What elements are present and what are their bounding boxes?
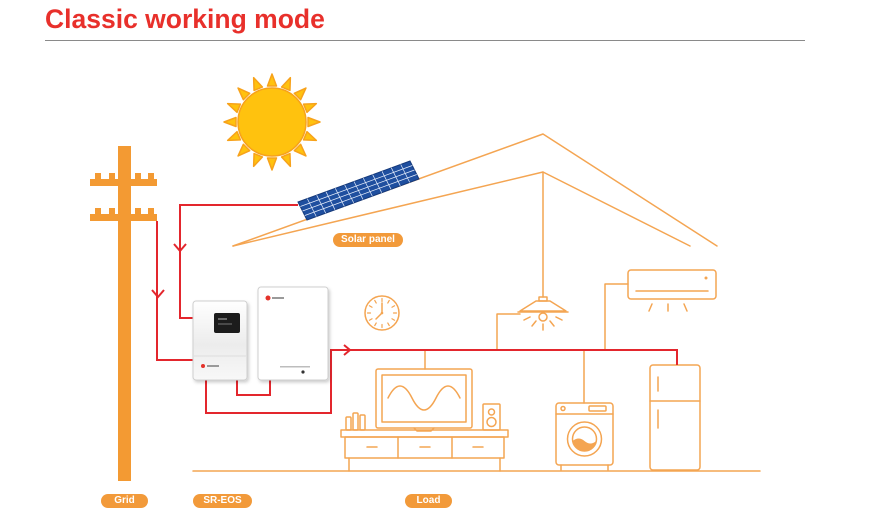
- solar-flow-arrow: [173, 243, 187, 253]
- lamp-bulb: [538, 312, 548, 322]
- solar-panel-icon: [297, 160, 420, 221]
- decor-bottles-icon: [345, 412, 366, 431]
- inverter-display-line: [218, 323, 232, 325]
- pole-shaft: [118, 146, 131, 481]
- speaker-woofer: [486, 416, 497, 428]
- clock-icon: [364, 295, 400, 331]
- grid-label: Grid: [101, 494, 148, 508]
- pole-upper-crossarm: [90, 179, 157, 186]
- lamp-connector: [496, 313, 521, 351]
- ac-connector: [604, 283, 629, 351]
- tv-cabinet-icon: [340, 429, 509, 472]
- battery-power-indicator: [301, 370, 305, 374]
- speaker-icon: [482, 403, 501, 431]
- cabinet-legs: [348, 457, 501, 472]
- speaker-tweeter: [487, 408, 496, 416]
- inverter-battery-link: [236, 380, 271, 396]
- inverter-label: SR-EOS: [193, 494, 252, 508]
- inverter-display-line: [218, 318, 227, 320]
- battery-icon: [257, 286, 329, 381]
- lamp-light-rays: [523, 316, 563, 331]
- house-roof: [232, 133, 718, 247]
- load-label: Load: [405, 494, 452, 508]
- tv-icon: [375, 368, 473, 432]
- washer-door: [566, 421, 603, 457]
- clock-center: [380, 311, 384, 315]
- inverter-logo-mark: [201, 364, 205, 368]
- washer-feet: [560, 464, 609, 471]
- solar-to-inverter-line: [179, 204, 298, 319]
- clock-hour-hand: [375, 312, 383, 320]
- tv-wave: [387, 385, 461, 411]
- solar-panel-label: Solar panel: [333, 233, 403, 247]
- inverter-body: [192, 300, 248, 381]
- clock-face: [364, 295, 400, 331]
- inverter-to-load-line: [205, 349, 678, 414]
- page-title: Classic working mode: [45, 4, 325, 34]
- tv-screen: [381, 374, 467, 423]
- pole-lower-crossarm: [90, 214, 157, 221]
- refrigerator-icon: [649, 364, 701, 471]
- ac-indicator: [704, 276, 708, 280]
- grid-to-inverter-line: [156, 221, 193, 361]
- air-conditioner-icon: [627, 269, 717, 312]
- grid-flow-arrow: [151, 289, 165, 299]
- pole-upper-insulators: [95, 173, 154, 179]
- washer-display: [588, 405, 607, 412]
- washer-knob: [560, 405, 566, 412]
- title-divider: [45, 40, 805, 41]
- cabinet-body: [344, 436, 505, 459]
- battery-model-plate: [280, 366, 310, 368]
- battery-logo-mark: [265, 295, 271, 301]
- power-flow-lines: [151, 204, 678, 414]
- sun-core: [237, 87, 307, 157]
- inverter-icon: [192, 300, 248, 381]
- pole-lower-insulators: [95, 208, 154, 214]
- tv-frame: [375, 368, 473, 429]
- battery-body: [257, 286, 329, 381]
- washing-machine-icon: [555, 402, 614, 471]
- solar-panel-cells: [300, 164, 417, 217]
- washer-drum: [571, 426, 598, 452]
- washer-water: [572, 438, 597, 451]
- ac-airflow: [648, 303, 688, 312]
- lamp-shade: [519, 300, 567, 312]
- load-flow-arrow: [343, 344, 352, 356]
- sun-icon: [223, 73, 321, 171]
- ac-body: [627, 269, 717, 300]
- battery-logo-wordmark: [272, 297, 284, 299]
- inverter-logo-wordmark: [207, 365, 219, 367]
- load-branch-connectors: [424, 283, 629, 404]
- fridge-body: [649, 364, 701, 471]
- ceiling-lamp-icon: [517, 171, 569, 331]
- utility-pole-icon: [90, 146, 157, 481]
